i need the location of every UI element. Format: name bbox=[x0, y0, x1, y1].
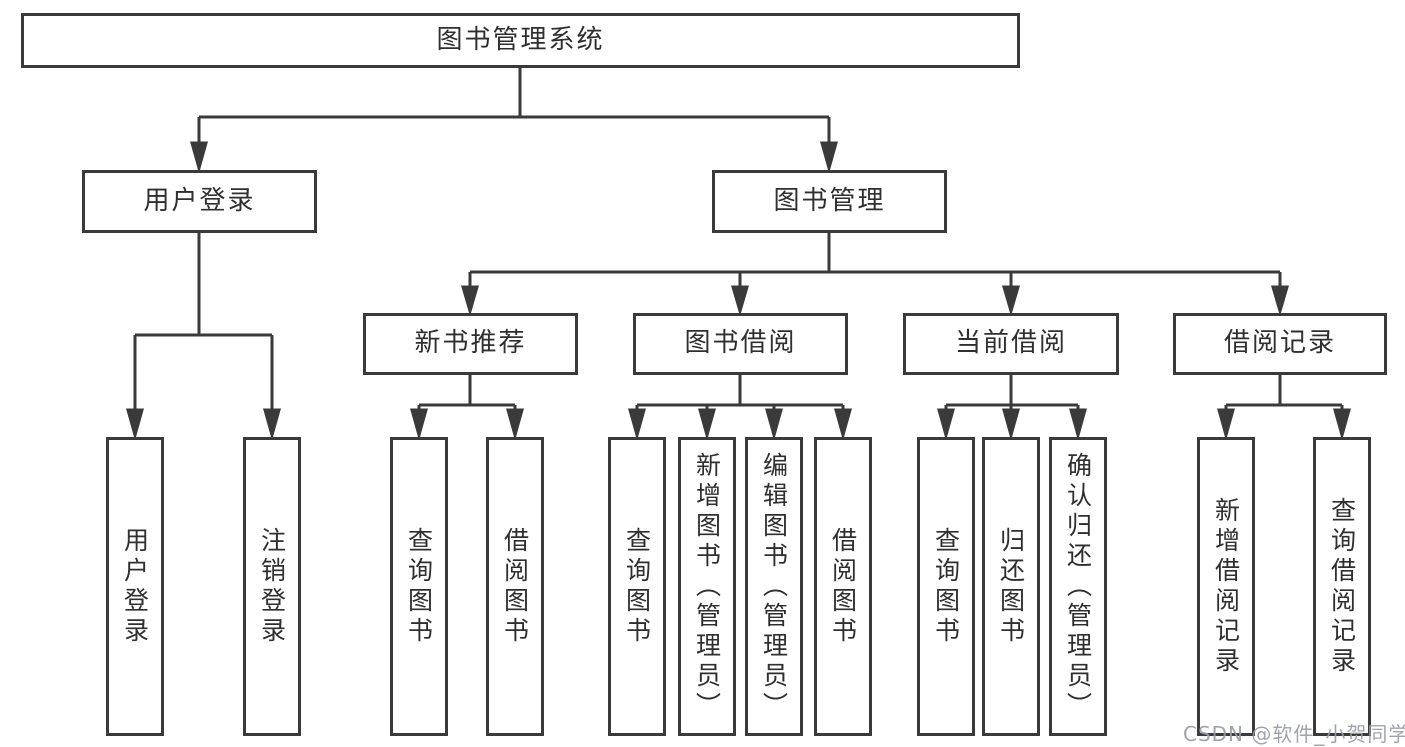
node-leaf-records-query-record: 查询借阅记录 bbox=[1313, 437, 1371, 736]
node-book-management: 图书管理 bbox=[712, 170, 947, 233]
node-leaf-borrow-borrow-books: 借阅图书 bbox=[814, 437, 872, 736]
node-leaf-borrow-edit-books-admin: 编辑图书（管理员） bbox=[745, 437, 803, 736]
node-root: 图书管理系统 bbox=[21, 13, 1020, 68]
arrowhead bbox=[126, 408, 144, 441]
node-leaf-logout: 注销登录 bbox=[243, 437, 301, 736]
node-leaf-current-query-books: 查询图书 bbox=[917, 437, 975, 736]
connector-book-borrowing bbox=[628, 375, 852, 441]
arrowhead bbox=[937, 408, 955, 441]
node-current-borrowing: 当前借阅 bbox=[903, 313, 1119, 375]
arrowhead bbox=[1333, 408, 1351, 441]
arrowhead bbox=[1069, 408, 1087, 441]
arrowhead bbox=[731, 285, 749, 317]
arrowhead bbox=[506, 408, 524, 441]
connector-new-book-recommend bbox=[410, 375, 524, 441]
node-user-login: 用户登录 bbox=[82, 170, 317, 233]
node-leaf-borrow-add-books-admin: 新增图书（管理员） bbox=[678, 437, 736, 736]
node-leaf-user-login: 用户登录 bbox=[106, 437, 164, 736]
node-leaf-newrec-query-books: 查询图书 bbox=[390, 437, 448, 736]
node-leaf-borrow-query-books: 查询图书 bbox=[608, 437, 666, 736]
arrowhead bbox=[1002, 285, 1020, 317]
arrowhead bbox=[820, 141, 838, 174]
node-leaf-current-return-books: 归还图书 bbox=[982, 437, 1040, 736]
arrowhead bbox=[1002, 408, 1020, 441]
arrowhead bbox=[1271, 285, 1289, 317]
arrowhead bbox=[190, 141, 208, 174]
node-borrowing-records: 借阅记录 bbox=[1173, 313, 1387, 375]
arrowhead bbox=[461, 285, 479, 317]
node-book-borrowing: 图书借阅 bbox=[633, 313, 848, 375]
arrowhead bbox=[834, 408, 852, 441]
connector-borrowing-records bbox=[1217, 375, 1351, 441]
watermark: CSDN @软件_小贺同学 bbox=[1183, 722, 1405, 746]
arrowhead bbox=[1217, 408, 1235, 441]
arrowhead bbox=[263, 408, 281, 441]
arrowhead bbox=[628, 408, 646, 441]
node-new-book-recommend: 新书推荐 bbox=[363, 313, 578, 375]
node-leaf-records-add-record: 新增借阅记录 bbox=[1197, 437, 1255, 736]
connector-root bbox=[190, 68, 838, 174]
node-leaf-current-confirm-return-admin: 确认归还（管理员） bbox=[1049, 437, 1107, 736]
connector-user-login bbox=[126, 233, 281, 441]
arrowhead bbox=[765, 408, 783, 441]
node-leaf-newrec-borrow-books: 借阅图书 bbox=[486, 437, 544, 736]
connector-current-borrowing bbox=[937, 375, 1087, 441]
connector-book-management bbox=[461, 233, 1289, 317]
arrowhead bbox=[698, 408, 716, 441]
arrowhead bbox=[410, 408, 428, 441]
